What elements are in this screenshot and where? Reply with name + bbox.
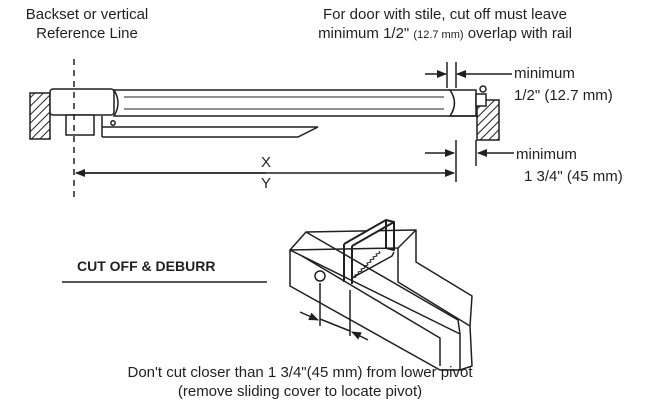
min-half-inch-label: minimum 1/2" (12.7 mm) bbox=[514, 64, 613, 105]
stile-label-overlap: overlap with rail bbox=[463, 25, 572, 42]
left-jamb bbox=[29, 92, 51, 140]
dimension-x-label: X bbox=[260, 154, 271, 171]
dimension-y-label: Y bbox=[260, 175, 271, 192]
cutoff-heading: CUT OFF & DEBURR bbox=[77, 258, 216, 274]
stile-label: For door with stile, cut off must leave … bbox=[270, 5, 620, 45]
backset-label-line1: Backset or vertical bbox=[25, 6, 149, 23]
stile-label-line1: For door with stile, cut off must leave bbox=[323, 6, 567, 23]
backset-label: Backset or vertical Reference Line bbox=[2, 5, 172, 43]
stile-label-min: minimum 1/2" bbox=[318, 25, 414, 42]
xy-dimension bbox=[75, 140, 514, 182]
pivot-warning: Don't cut closer than 1 3/4"(45 mm) from… bbox=[20, 363, 580, 401]
exit-device-bar bbox=[49, 85, 487, 138]
channel-saw-illustration bbox=[289, 219, 473, 371]
min-half-inch-label-line1: minimum bbox=[514, 65, 575, 82]
min-half-inch-dimension bbox=[425, 62, 512, 88]
min-45mm-label: minimum 1 3/4" (45 mm) bbox=[516, 145, 623, 186]
right-jamb bbox=[476, 99, 500, 141]
backset-label-line2: Reference Line bbox=[36, 25, 138, 42]
min-45mm-label-line2: 1 3/4" (45 mm) bbox=[524, 168, 623, 185]
min-45mm-label-line1: minimum bbox=[516, 146, 577, 163]
min-half-inch-label-line2: 1/2" (12.7 mm) bbox=[514, 87, 613, 104]
stile-label-mm: (12.7 mm) bbox=[413, 29, 464, 41]
pivot-distance-dimension bbox=[299, 311, 369, 341]
pivot-warning-line2: (remove sliding cover to locate pivot) bbox=[177, 383, 423, 400]
pivot-warning-line1: Don't cut closer than 1 3/4"(45 mm) from… bbox=[127, 364, 473, 381]
stile-label-line2: minimum 1/2" (12.7 mm) overlap with rail bbox=[270, 24, 620, 45]
